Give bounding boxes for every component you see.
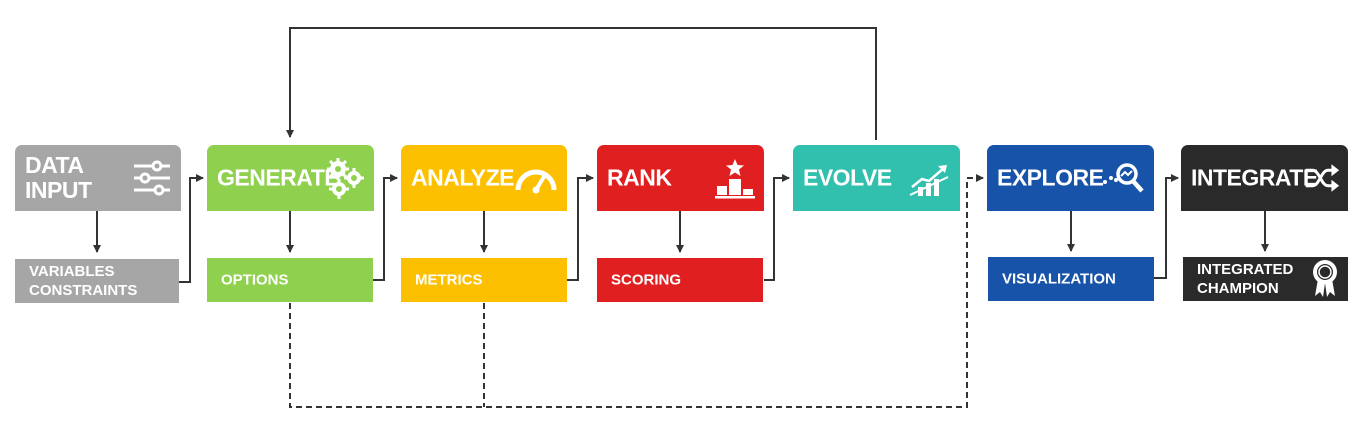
speedometer-icon [515, 169, 557, 194]
step-label: INTEGRATE [1191, 164, 1318, 191]
step-label: RANK [607, 164, 672, 191]
sub-options: OPTIONS [207, 258, 373, 302]
growth-chart-icon [909, 165, 949, 196]
step-label: GENERATE [217, 164, 340, 191]
step-arrow [179, 174, 204, 283]
step-explore: EXPLORE [987, 145, 1154, 211]
sub-label: VISUALIZATION [1002, 270, 1116, 288]
sub-label: SCORING [611, 271, 682, 289]
sliders-icon [134, 160, 170, 196]
step-label: EXPLORE [997, 164, 1104, 191]
sub-variables-constraints: VARIABLES CONSTRAINTS [15, 259, 179, 303]
podium-icon [715, 159, 755, 199]
step-label: DATA INPUT [25, 152, 92, 203]
gears-icon [327, 158, 364, 199]
sub-metrics: METRICS [401, 258, 567, 302]
step-data-input: DATA INPUT [15, 145, 181, 211]
sub-label: INTEGRATED CHAMPION [1197, 261, 1294, 297]
step-arrow [373, 174, 398, 281]
step-arrow [1154, 174, 1179, 279]
award-ribbon-icon [1313, 260, 1337, 297]
step-rank: RANK [597, 145, 764, 211]
sub-label: VARIABLES CONSTRAINTS [29, 263, 138, 299]
sub-label: METRICS [415, 271, 483, 289]
step-evolve: EVOLVE [793, 145, 960, 211]
feedback-loop-arrow [286, 27, 877, 140]
magnify-icon [1103, 163, 1144, 193]
step-arrow [764, 174, 790, 281]
sub-scoring: SCORING [597, 258, 763, 302]
dashed-path [289, 178, 968, 408]
step-analyze: ANALYZE [401, 145, 567, 211]
shuffle-icon [1305, 164, 1340, 192]
step-label: ANALYZE [411, 164, 515, 191]
step-integrate: INTEGRATE [1181, 145, 1348, 211]
step-arrow [567, 174, 594, 281]
step-generate: GENERATE [207, 145, 374, 211]
sub-integrated-champion: INTEGRATED CHAMPION [1183, 257, 1348, 301]
step-label: EVOLVE [803, 164, 892, 191]
sub-visualization: VISUALIZATION [988, 257, 1154, 301]
sub-label: OPTIONS [221, 271, 289, 289]
